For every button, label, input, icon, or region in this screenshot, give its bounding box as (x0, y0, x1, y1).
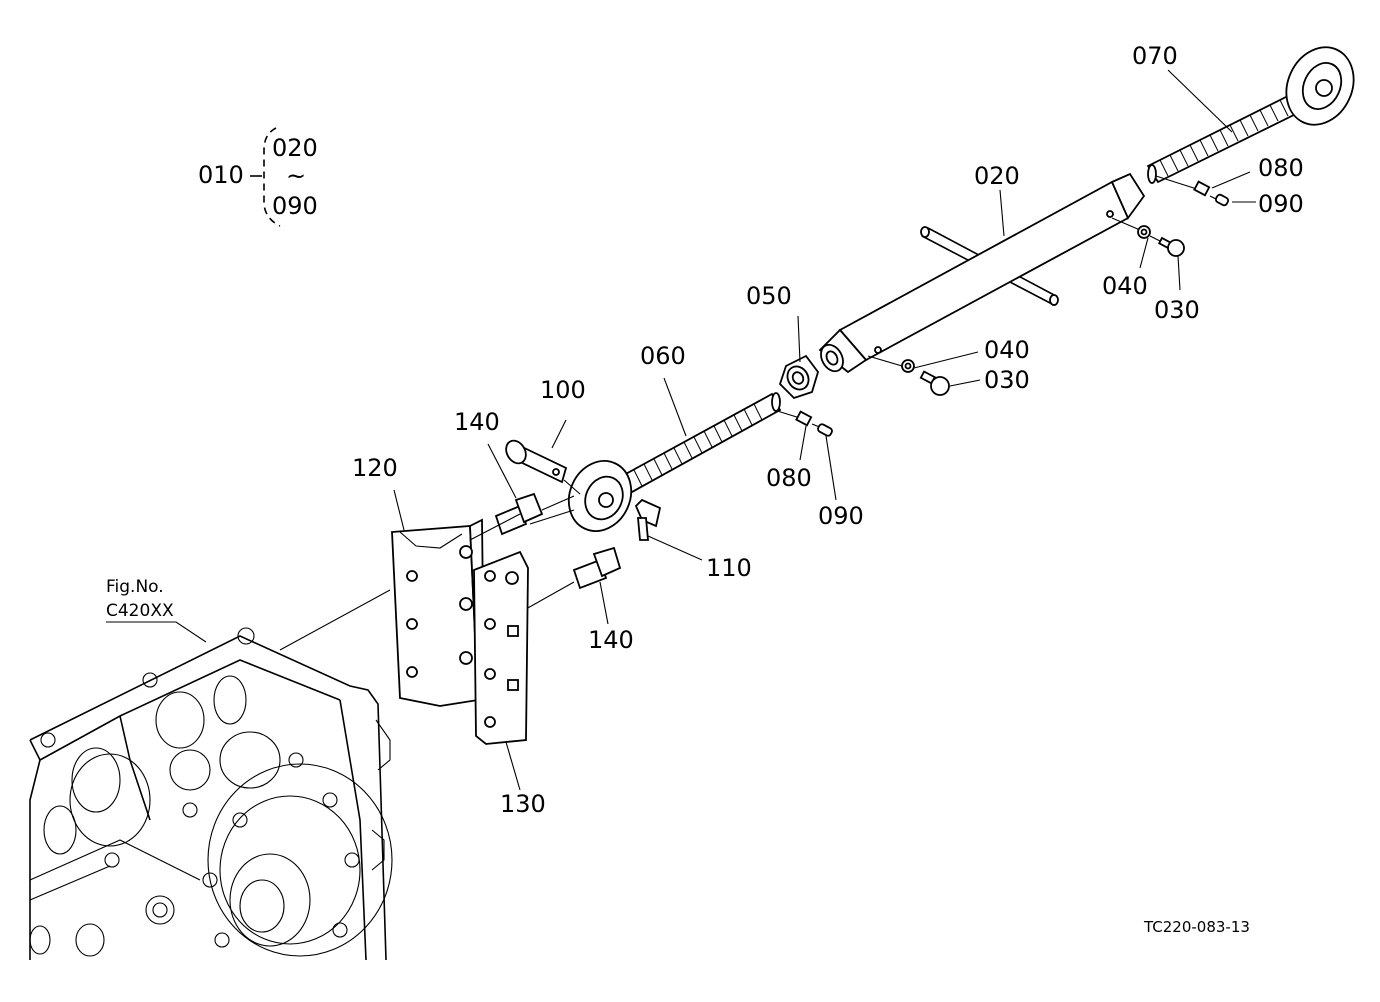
housing (29, 627, 393, 961)
label-030-mid: 030 (984, 366, 1030, 394)
part-140-bolt-top (487, 443, 575, 536)
label-080-top: 080 (1258, 154, 1304, 182)
assembly-main-label: 010 (198, 161, 244, 189)
label-070: 070 (1132, 42, 1178, 70)
part-080-090-top (1155, 171, 1256, 207)
label-140-top: 140 (454, 408, 500, 436)
part-040-030-top (1111, 217, 1185, 291)
label-140-bot: 140 (588, 626, 634, 654)
part-020-turnbuckle-tube (818, 172, 1146, 374)
label-040-mid: 040 (984, 336, 1030, 364)
part-130-bracket (473, 550, 529, 791)
fig-ref-line1: Fig.No. (106, 577, 164, 597)
fig-ref-line2: C420XX (106, 601, 174, 621)
assembly-range-end: 090 (272, 192, 318, 220)
label-050: 050 (746, 282, 792, 310)
part-040-030-mid (867, 351, 981, 396)
label-030-top: 030 (1154, 296, 1200, 324)
part-080-090-mid (773, 409, 837, 501)
label-090-top: 090 (1258, 190, 1304, 218)
part-110-linch-pin (634, 498, 703, 561)
label-110: 110 (706, 554, 752, 582)
drawing-code: TC220-083-13 (1143, 918, 1250, 936)
label-100: 100 (540, 376, 586, 404)
assembly-range: 010 020 ~ 090 (198, 127, 318, 227)
label-130: 130 (500, 790, 546, 818)
part-100-pin (505, 419, 581, 495)
label-040-top: 040 (1102, 272, 1148, 300)
part-120-bracket (279, 489, 485, 707)
figure-reference: Fig.No. C420XX (106, 577, 207, 643)
assembly-range-start: 020 (272, 134, 318, 162)
label-120: 120 (352, 454, 398, 482)
assembly-range-tilde: ~ (286, 162, 306, 190)
label-020: 020 (974, 162, 1020, 190)
assembly-bracket (263, 127, 281, 227)
label-080-bot: 080 (766, 464, 812, 492)
part-070-rod-end (1146, 46, 1355, 184)
part-060-rod-end (567, 377, 782, 532)
label-090-bot: 090 (818, 502, 864, 530)
label-060: 060 (640, 342, 686, 370)
part-050-nut (778, 315, 819, 400)
